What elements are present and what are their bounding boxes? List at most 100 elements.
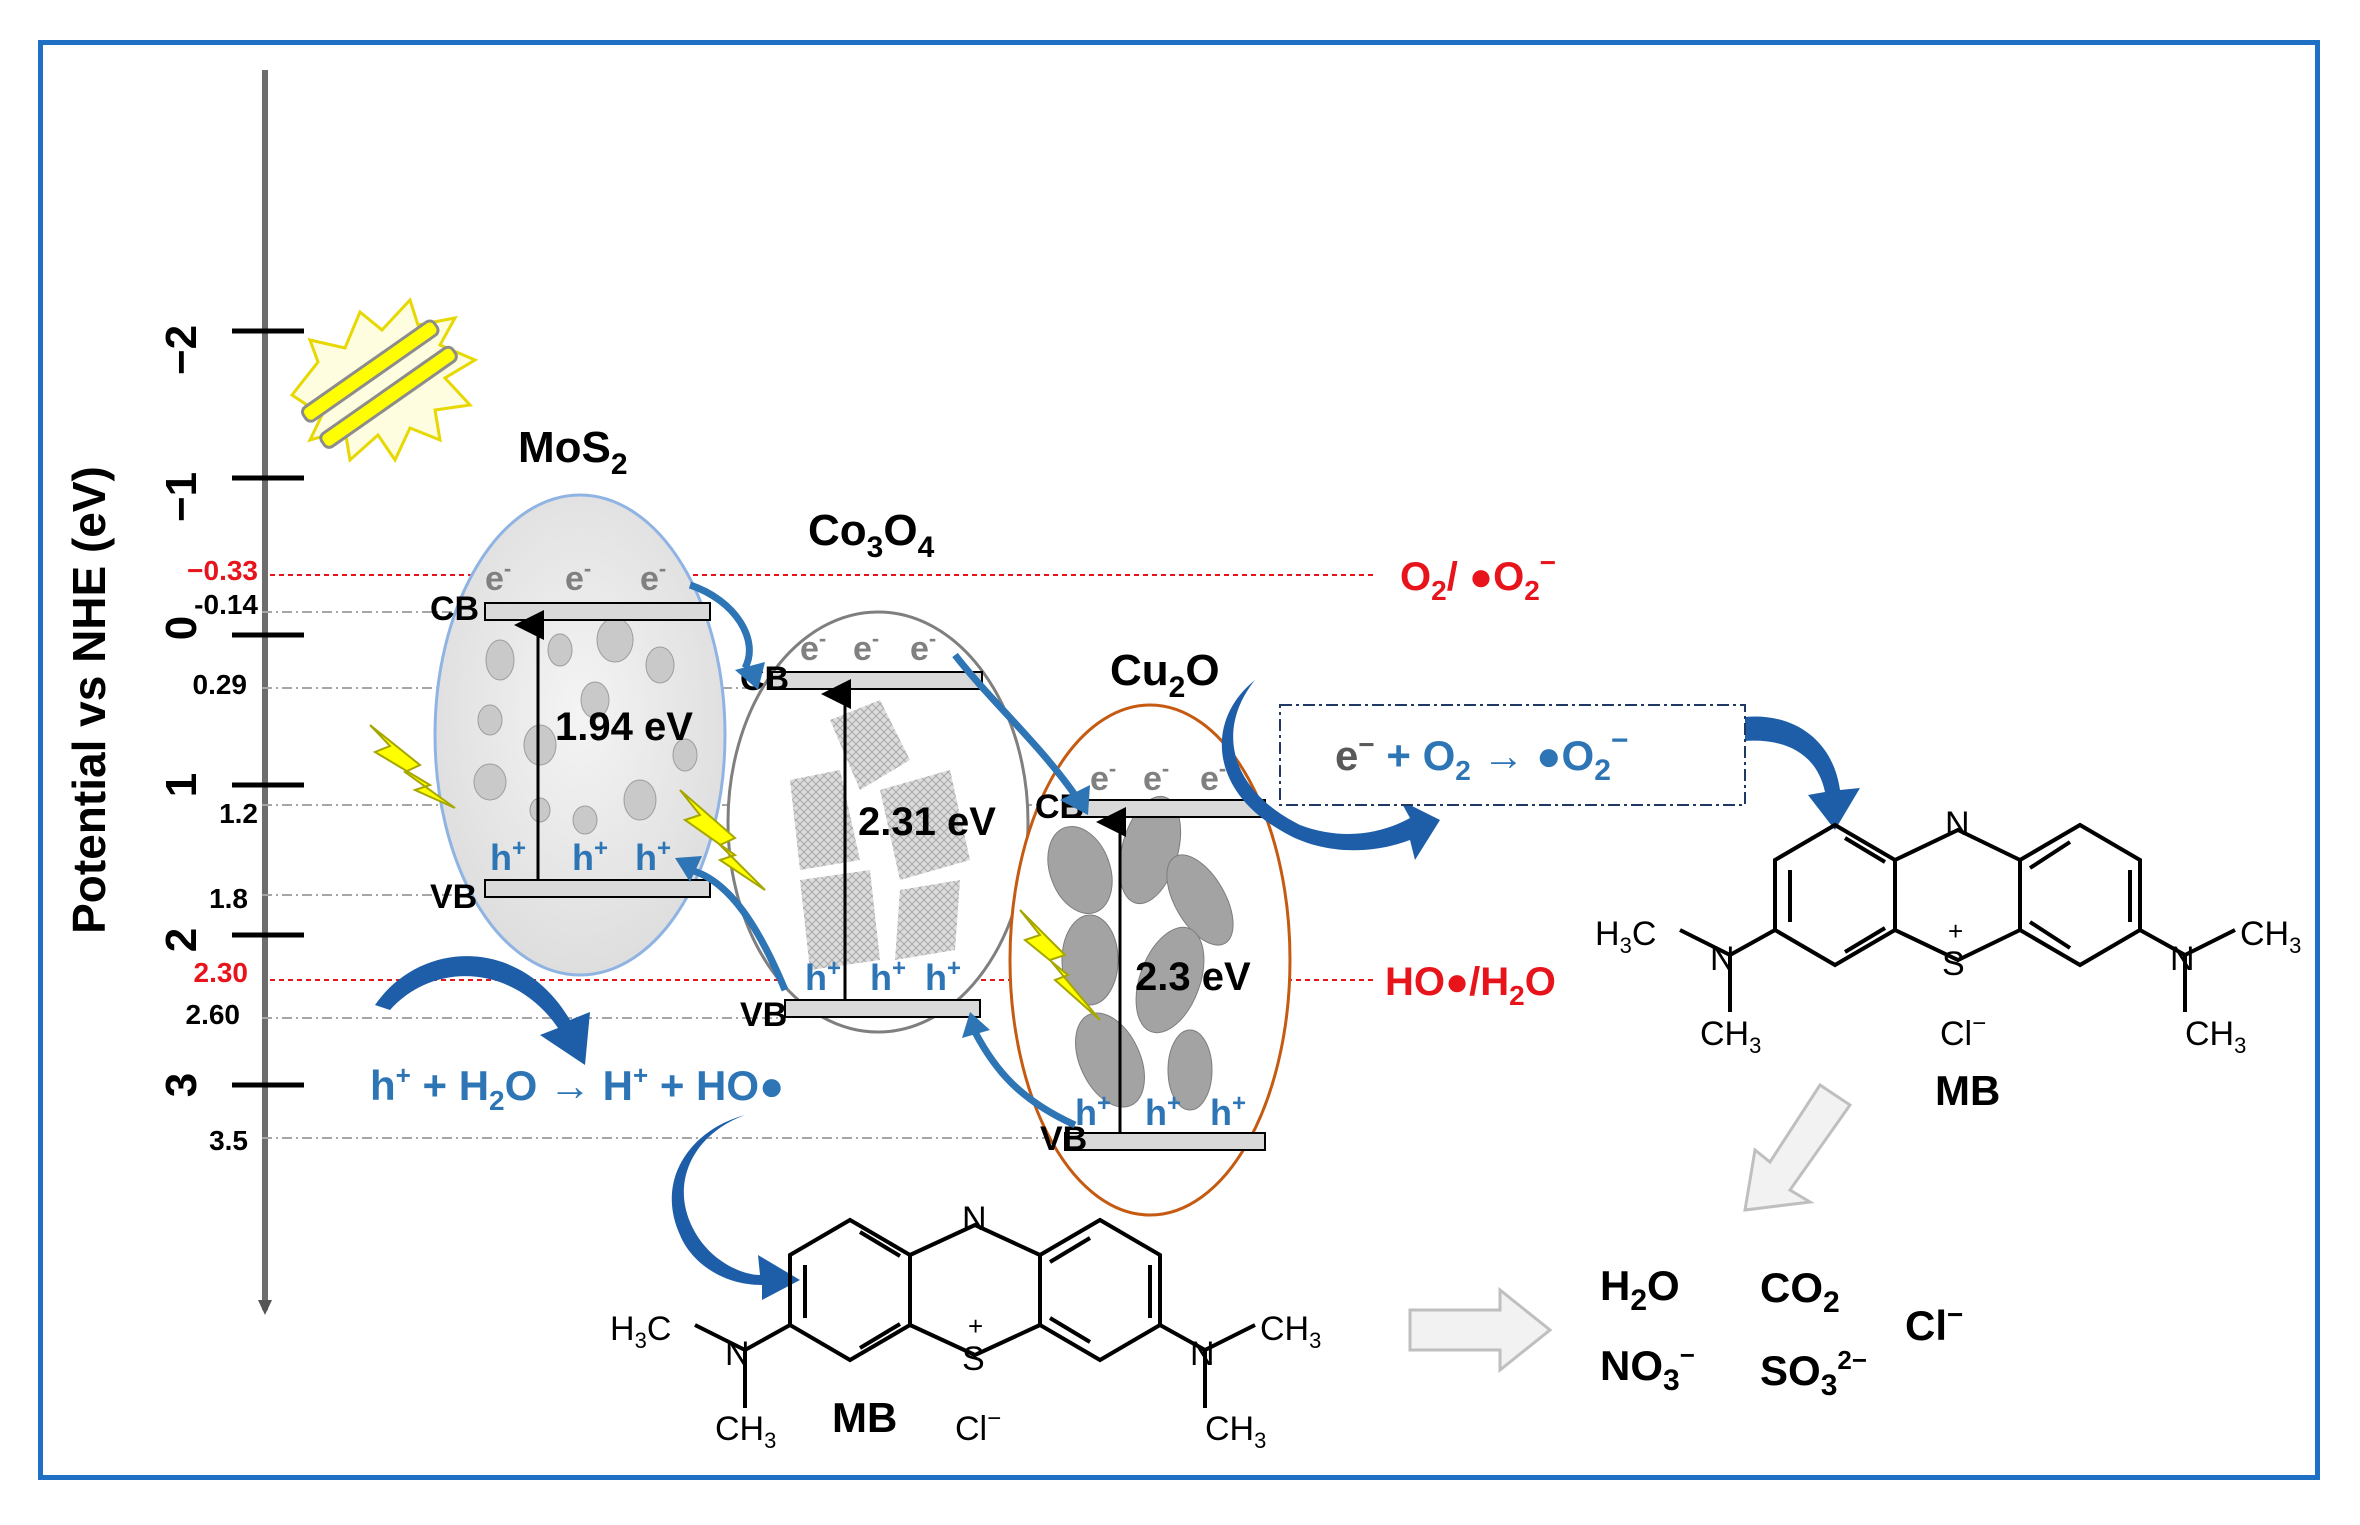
svg-text:CH3: CH3 (1700, 1015, 1761, 1058)
axis-arrowhead (258, 1300, 272, 1315)
svg-text:CH3: CH3 (1260, 1310, 1321, 1353)
svg-text:N: N (962, 1200, 987, 1238)
svg-text:H3C: H3C (610, 1310, 671, 1353)
svg-text:Cl−: Cl− (1940, 1010, 1986, 1053)
product-so3: SO32− (1760, 1345, 1867, 1402)
transfer-arrowheads (675, 662, 1090, 1038)
potential-axis: −2 −1 0 1 2 3 Potential vs NHE (eV) −0.3… (63, 70, 304, 1315)
svg-text:e-: e- (565, 556, 591, 598)
tick-label-3: 3 (157, 1073, 206, 1097)
superoxide-reaction: e− + O2 → ●O2− (1335, 724, 1628, 787)
cu2o-vb-label: VB (1040, 1120, 1087, 1158)
svg-text:CH3: CH3 (1205, 1410, 1266, 1453)
minor-label-35: 3.5 (209, 1125, 248, 1156)
svg-text:h+: h+ (1075, 1090, 1111, 1133)
cu2o-vb-band (1064, 1132, 1266, 1151)
svg-text:S: S (962, 1340, 985, 1378)
co3o4-particle (726, 610, 1030, 1034)
product-co2: CO2 (1760, 1264, 1840, 1319)
svg-text:CH3: CH3 (715, 1410, 776, 1453)
svg-text:N: N (2170, 940, 2195, 978)
minor-label-18: 1.8 (209, 883, 248, 914)
mb-molecule-right: N S + N N H3C CH3 CH3 CH3 Cl− MB (1595, 805, 2301, 1114)
mb-molecule-bottom: N S + N N H3C CH3 CH3 CH3 Cl− MB (610, 1200, 1321, 1453)
mb-name-right: MB (1935, 1067, 2000, 1114)
svg-text:H3C: H3C (1595, 915, 1656, 958)
tick-label-0: 0 (157, 616, 206, 640)
svg-text:e-: e- (1143, 756, 1169, 798)
tick-label-neg2: −2 (157, 325, 206, 375)
co3o4-electrons: e- e- e- (800, 626, 936, 668)
co3o4-holes: h+ h+ h+ (805, 955, 961, 998)
svg-text:+: + (1948, 916, 1963, 946)
svg-text:e-: e- (1090, 756, 1116, 798)
mos2-gap-label: 1.94 eV (555, 705, 693, 749)
cu2o-gap-label: 2.3 eV (1135, 955, 1251, 999)
svg-text:O2/ ●O2−: O2/ ●O2− (1400, 547, 1556, 606)
svg-text:S: S (1942, 945, 1965, 983)
mos2-electrons: e- e- e- (485, 556, 666, 598)
svg-text:h+: h+ (805, 955, 841, 998)
cu2o-label: Cu2O (1110, 646, 1220, 704)
cu2o-particle (1008, 703, 1292, 1217)
tick-label-neg1: −1 (157, 472, 206, 522)
svg-text:h+: h+ (925, 955, 961, 998)
degradation-products: H2O CO2 Cl− NO3− SO32− (1600, 1262, 1963, 1402)
tick-label-2: 2 (157, 928, 206, 952)
axis-line (262, 70, 268, 1310)
svg-text:h+: h+ (1145, 1090, 1181, 1133)
cu2o-cb-band (1064, 799, 1266, 818)
svg-text:N: N (725, 1335, 750, 1373)
svg-text:CH3: CH3 (2240, 915, 2301, 958)
lamp-icon (289, 297, 479, 464)
svg-text:CH3: CH3 (2185, 1015, 2246, 1058)
svg-text:e-: e- (910, 626, 936, 668)
tick-label-1: 1 (157, 773, 206, 797)
mos2-cb-label: CB (430, 590, 479, 628)
hollow-arrow-icon (1408, 1082, 1853, 1374)
svg-text:e− + O2 → ●O2−: e− + O2 → ●O2− (1335, 724, 1628, 787)
lightning-icon (369, 724, 1101, 1021)
co3o4-vb-label: VB (740, 996, 787, 1034)
ho-redox-label: HO●/H2O (1385, 960, 1556, 1011)
mb-name-bottom: MB (832, 1394, 897, 1441)
axis-major-ticks (232, 328, 304, 1088)
minor-label-12: 1.2 (219, 798, 258, 829)
svg-text:e-: e- (640, 556, 666, 598)
svg-text:N: N (1945, 805, 1970, 843)
svg-text:e-: e- (485, 556, 511, 598)
minor-label-029: 0.29 (193, 669, 248, 700)
mos2-cb-band (484, 602, 711, 621)
hydroxyl-reaction: h+ + H2O → H+ + HO● (370, 1060, 784, 1116)
curved-arrow-icon (688, 581, 1078, 1129)
mos2-vb-band (484, 879, 711, 898)
co3o4-vb-band (784, 999, 981, 1018)
minor-label-260: 2.60 (186, 999, 241, 1030)
minor-label-neg033: −0.33 (187, 555, 258, 586)
svg-text:h+: h+ (635, 835, 671, 878)
cu2o-electrons: e- e- e- (1090, 756, 1226, 798)
curved-arrow-icon (375, 680, 1860, 1300)
svg-text:h+: h+ (572, 835, 608, 878)
product-no3: NO3− (1600, 1340, 1695, 1397)
mos2-vb-label: VB (430, 878, 477, 916)
co3o4-label: Co3O4 (808, 506, 935, 564)
svg-text:Cl−: Cl− (955, 1405, 1001, 1448)
co3o4-gap-label: 2.31 eV (858, 800, 996, 844)
mos2-holes: h+ h+ h+ (490, 835, 671, 878)
svg-text:e-: e- (800, 626, 826, 668)
svg-text:HO●/H2O: HO●/H2O (1385, 960, 1556, 1011)
svg-text:h+: h+ (870, 955, 906, 998)
svg-text:MoS2: MoS2 (518, 423, 628, 481)
minor-label-230: 2.30 (194, 957, 249, 988)
product-h2o: H2O (1600, 1262, 1680, 1317)
svg-text:Cu2O: Cu2O (1110, 646, 1220, 704)
svg-text:N: N (1190, 1335, 1215, 1373)
svg-text:h+ + H2O → H+ + HO●: h+ + H2O → H+ + HO● (370, 1060, 784, 1116)
minor-label-neg014: -0.14 (194, 589, 258, 620)
mos2-label: MoS2 (518, 423, 628, 481)
svg-text:N: N (1710, 940, 1735, 978)
svg-text:Co3O4: Co3O4 (808, 506, 935, 564)
co3o4-cb-band (771, 671, 983, 690)
superoxide-reaction-box (1279, 704, 1746, 806)
